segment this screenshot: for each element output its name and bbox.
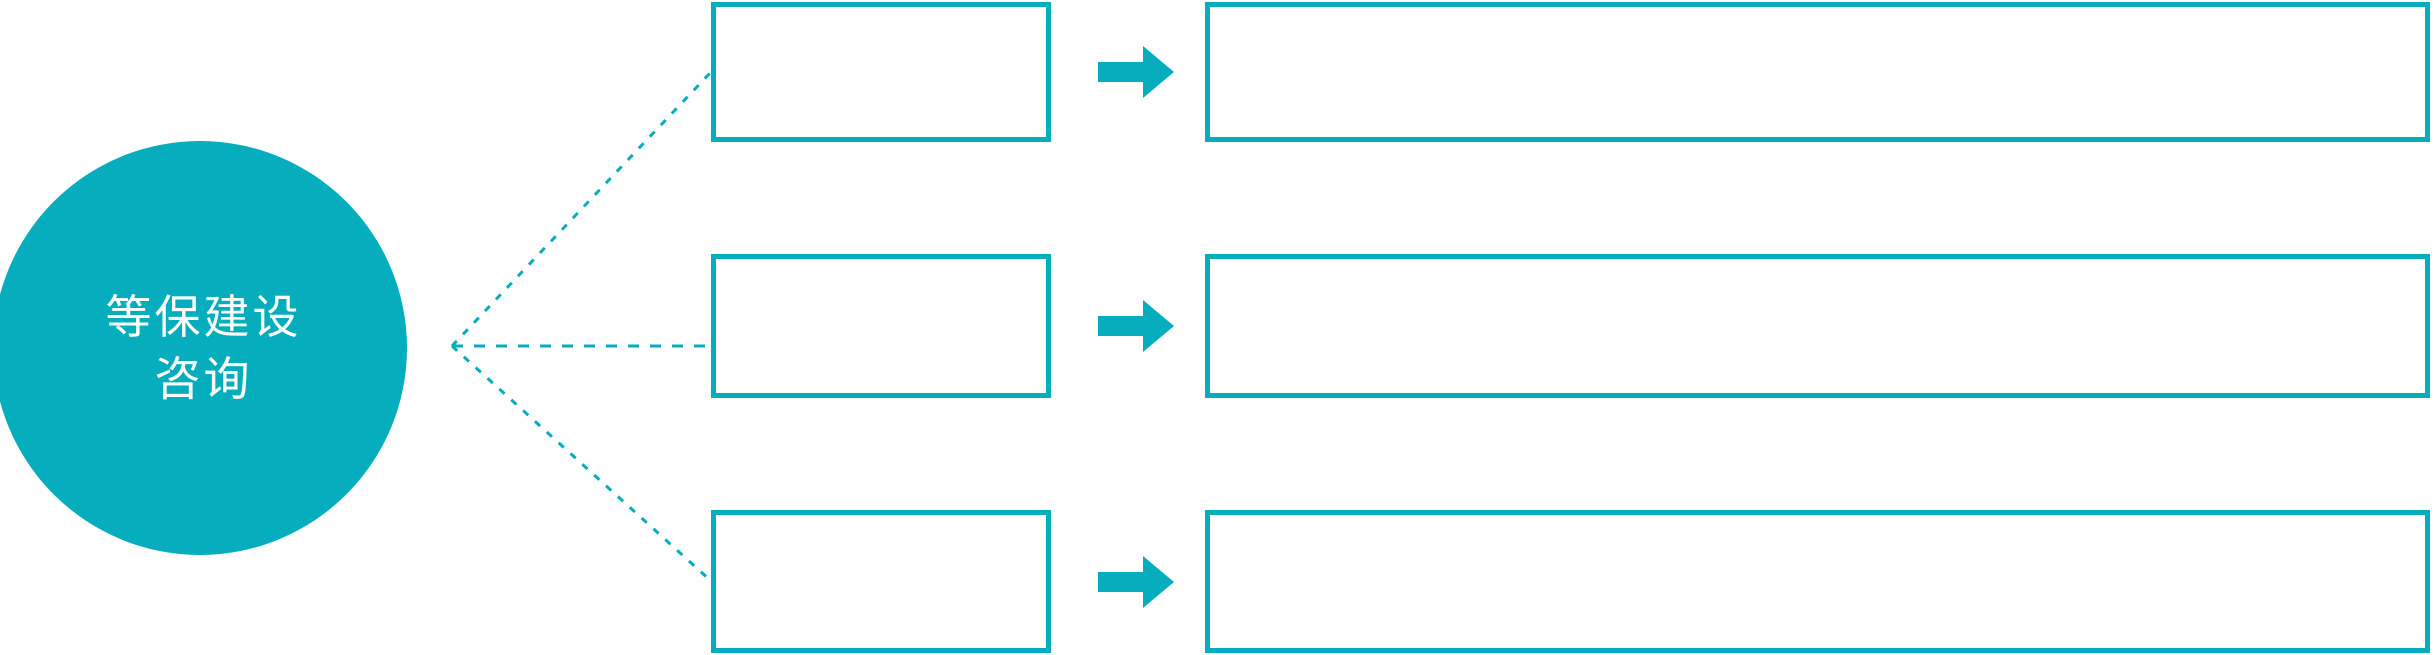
- hub-label-line-2: 咨询: [154, 352, 253, 406]
- arrow-right-icon: [1098, 300, 1174, 352]
- arrow-head: [1143, 46, 1174, 98]
- detail-box[interactable]: [1205, 510, 2430, 653]
- arrow-shaft: [1098, 62, 1147, 82]
- arrow-head: [1143, 556, 1174, 608]
- arrow-shaft: [1098, 316, 1147, 336]
- arrow-right-icon: [1098, 46, 1174, 98]
- connector-line-top: [450, 70, 713, 348]
- stage-box[interactable]: [711, 254, 1051, 398]
- hub-label-line-1: 等保建设: [105, 289, 302, 344]
- detail-box[interactable]: [1205, 254, 2430, 398]
- hub-circle: 等保建设 咨询: [0, 141, 407, 555]
- connector-line-bottom: [450, 344, 713, 583]
- detail-box[interactable]: [1205, 2, 2430, 142]
- arrow-shaft: [1098, 572, 1147, 592]
- arrow-right-icon: [1098, 556, 1174, 608]
- stage-box[interactable]: [711, 510, 1051, 653]
- stage-box[interactable]: [711, 2, 1051, 142]
- arrow-head: [1143, 300, 1174, 352]
